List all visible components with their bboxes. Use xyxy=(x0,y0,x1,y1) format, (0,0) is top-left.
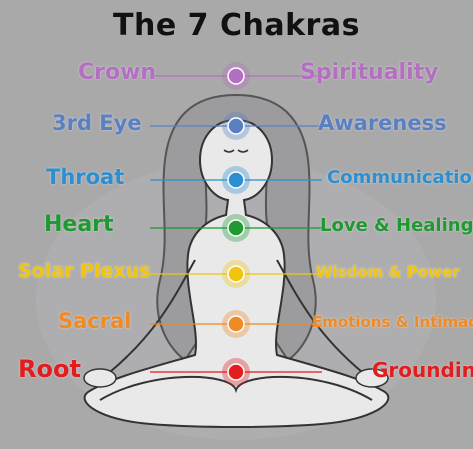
chakra-symbol-icon-1 xyxy=(227,117,245,135)
chakra-meaning-label: Communication xyxy=(327,167,473,189)
chakra-symbol-icon-2 xyxy=(227,171,245,189)
chakra-symbol-icon-0 xyxy=(227,67,245,85)
chakra-meaning-label: Awareness xyxy=(318,110,447,135)
chakra-symbol-icon-4 xyxy=(227,265,245,283)
chakra-meaning-label: Wisdom & Power xyxy=(316,263,460,282)
chakra-symbol-icon-3 xyxy=(227,219,245,237)
chakra-name-label: Solar Plexus xyxy=(18,260,151,283)
chakra-name-label: Sacral xyxy=(58,308,132,333)
chakra-symbol-icon-6 xyxy=(227,363,245,381)
chakra-meaning-label: Spirituality xyxy=(300,60,439,86)
chakra-meaning-label: Grounding xyxy=(372,357,473,382)
chakra-name-label: Heart xyxy=(44,212,114,238)
chakra-name-label: 3rd Eye xyxy=(52,110,142,135)
diagram-title: The 7 Chakras xyxy=(113,8,360,43)
chakra-name-label: Root xyxy=(18,354,81,383)
chakra-symbol-icon-5 xyxy=(227,315,245,333)
chakra-name-label: Crown xyxy=(78,60,157,86)
chakra-name-label: Throat xyxy=(46,164,125,189)
chakra-meaning-label: Emotions & Intimacy xyxy=(312,313,473,332)
chakra-meaning-label: Love & Healing xyxy=(320,215,473,237)
